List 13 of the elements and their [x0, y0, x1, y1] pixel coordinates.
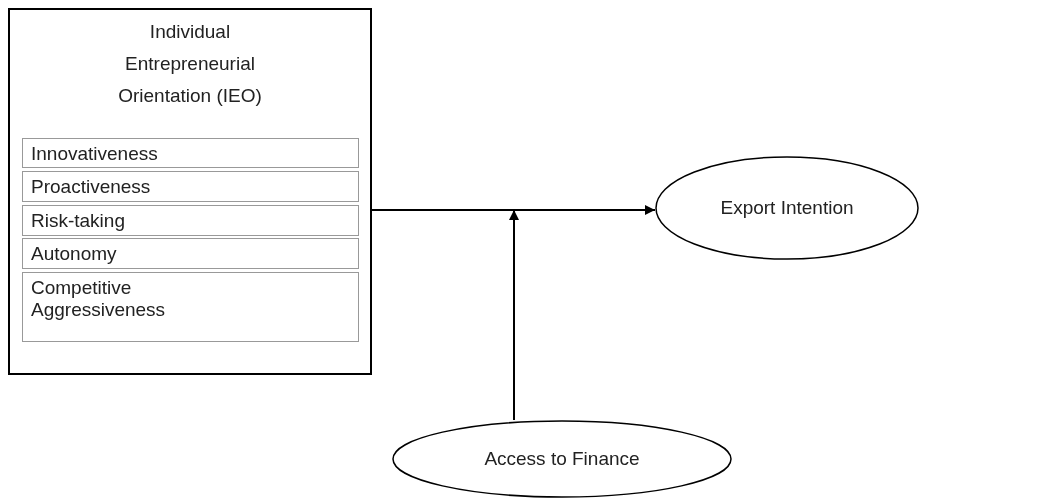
dimension-row: Innovativeness: [22, 138, 359, 168]
construct-box: [8, 8, 372, 375]
ellipse-label: Export Intention: [720, 196, 854, 220]
ellipse-node: [655, 156, 919, 260]
dimension-row: Competitive Aggressiveness: [22, 272, 359, 342]
ellipse-node: [392, 420, 732, 498]
dimension-row: Risk-taking: [22, 205, 359, 236]
construct-title: Individual Entrepreneurial Orientation (IEO): [117, 20, 263, 108]
dimension-row: Autonomy: [22, 238, 359, 269]
arrow: [509, 209, 519, 421]
arrow: [371, 205, 656, 215]
dimension-row: Proactiveness: [22, 171, 359, 202]
ellipse-label: Access to Finance: [484, 447, 640, 471]
